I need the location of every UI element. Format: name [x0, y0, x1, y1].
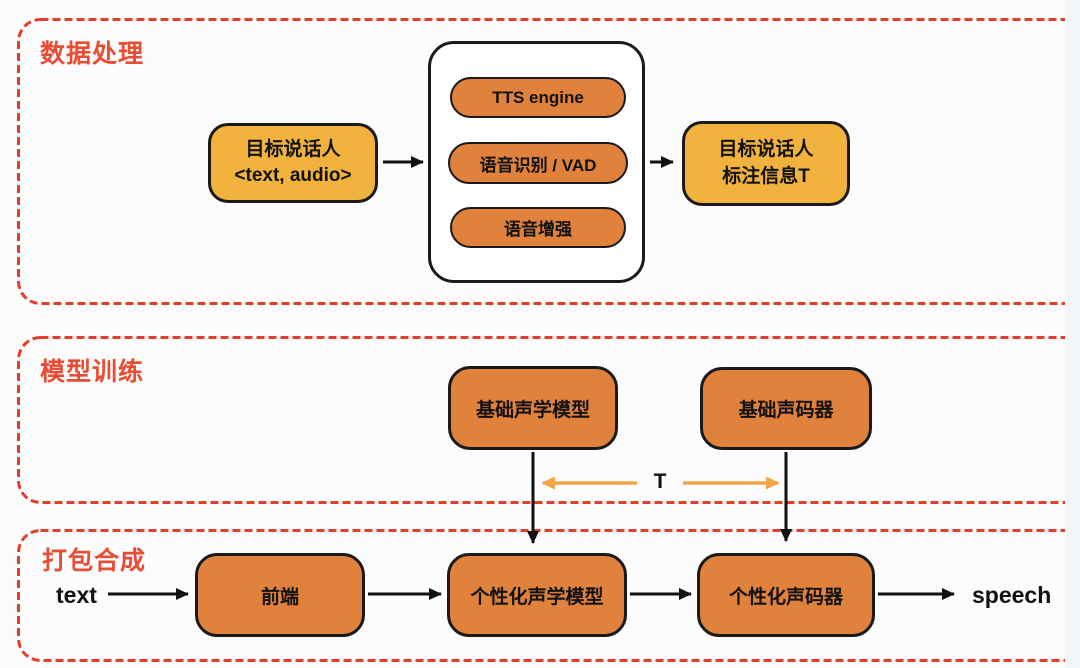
section-data-processing-border — [17, 18, 1080, 305]
right-edge-strip — [1065, 0, 1080, 668]
node-tts-engine: TTS engine — [450, 77, 626, 118]
target-speaker-input-line1: 目标说话人 — [245, 138, 341, 160]
target-speaker-input-line2: <text, audio> — [234, 165, 352, 186]
node-personalized-vocoder: 个性化声码器 — [697, 553, 875, 637]
label-text-input: text — [56, 582, 97, 608]
node-frontend: 前端 — [195, 553, 365, 637]
section-model-training-border — [17, 336, 1080, 504]
node-personalized-acoustic-model: 个性化声学模型 — [447, 553, 627, 637]
label-speech-output: speech — [972, 582, 1052, 608]
target-speaker-annotation-line1: 目标说话人 — [718, 139, 814, 161]
target-speaker-annotation-line2: 标注信息T — [722, 165, 810, 187]
section-packaging-border — [17, 529, 1080, 662]
section-label-model-training: 模型训练 — [40, 358, 145, 386]
node-target-speaker-annotation: 目标说话人 标注信息T — [682, 121, 850, 206]
node-speech-enhancement: 语音增强 — [450, 207, 626, 248]
label-transfer-t: T — [653, 470, 667, 493]
section-label-data-processing: 数据处理 — [40, 40, 145, 68]
node-base-vocoder: 基础声码器 — [700, 367, 872, 450]
section-label-packaging: 打包合成 — [42, 547, 147, 575]
node-base-acoustic-model: 基础声学模型 — [448, 366, 618, 450]
node-target-speaker-input: 目标说话人 <text, audio> — [208, 123, 378, 203]
node-asr-vad: 语音识别 / VAD — [448, 142, 628, 184]
